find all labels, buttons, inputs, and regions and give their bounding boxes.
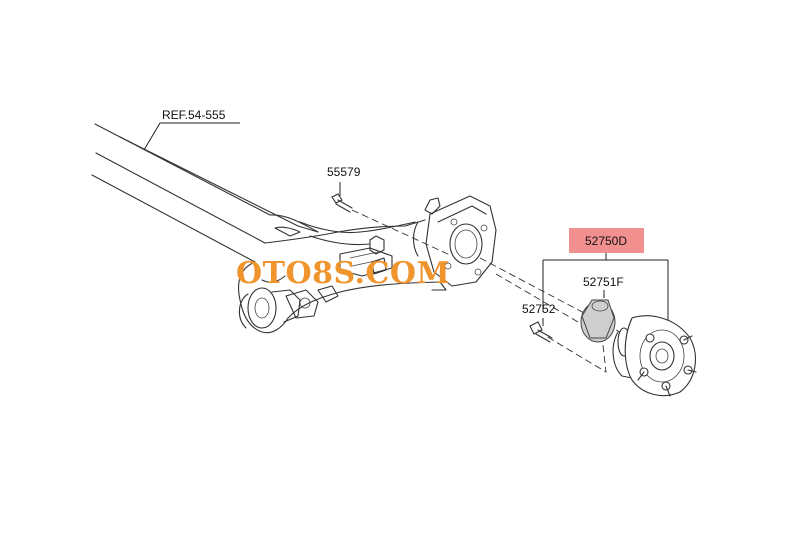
callout-52752: 52752 xyxy=(522,302,556,316)
hub-bolt-52752: 52752 xyxy=(522,302,556,343)
callout-55579: 55579 xyxy=(327,165,361,179)
assembly-callout-52750D[interactable]: 52750D xyxy=(569,228,644,253)
bolt-55579: 55579 xyxy=(327,165,451,256)
reference-callout: REF.54-555 xyxy=(143,108,240,151)
bearing-cap-52751F: 52751F xyxy=(580,275,624,343)
assembly-bracket xyxy=(542,253,669,322)
alignment-line-upper xyxy=(479,257,621,333)
wheel-hub-assembly xyxy=(612,315,697,397)
callout-52750D: 52750D xyxy=(585,234,627,248)
rear-axle-beam xyxy=(91,123,497,334)
watermark-logo: OTO8S.COM xyxy=(236,256,450,291)
highlight-box xyxy=(569,228,644,253)
callout-52751F: 52751F xyxy=(583,275,624,289)
alignment-line-lower xyxy=(495,273,607,373)
reference-label: REF.54-555 xyxy=(162,108,226,122)
